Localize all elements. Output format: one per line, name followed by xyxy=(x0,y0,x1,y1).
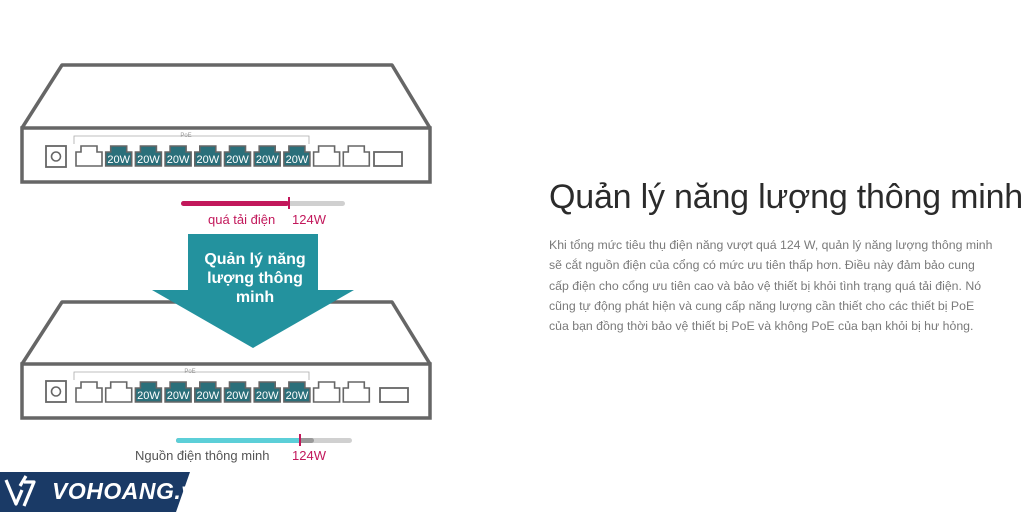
ethernet-port xyxy=(312,145,341,167)
description-line: cũng tự động phát hiện và cung cấp năng … xyxy=(549,298,975,313)
poe-label: PoE xyxy=(184,369,195,375)
poe-port: 20W xyxy=(194,381,222,403)
poe-port: 20W xyxy=(223,145,252,167)
arrow-caption-line: Quản lý năng xyxy=(204,251,306,268)
poe-port: 20W xyxy=(253,145,281,167)
port-wattage-label: 20W xyxy=(137,154,160,166)
poe-port: 20W xyxy=(283,381,311,403)
port-wattage-label: 20W xyxy=(196,154,219,166)
port-wattage-label: 20W xyxy=(167,154,190,166)
vohoang-logo xyxy=(0,472,190,512)
description-line: cấp điện cho cổng ưu tiên cao và bảo vệ … xyxy=(549,278,982,293)
poe-port: 20W xyxy=(134,381,163,403)
smart-power-value: 124W xyxy=(292,448,326,463)
power-management-diagram: PoE 20W 20W 20W 20W 20W 20W 20W PoE 20W 20W 20W 2… xyxy=(20,63,432,446)
bottom-switch-illustration: PoE 20W 20W 20W 20W 20W 20W xyxy=(20,300,432,420)
description: Khi tổng mức tiêu thụ điện năng vượt quá… xyxy=(549,235,1019,336)
port-wattage-label: 20W xyxy=(167,390,190,402)
port-wattage-label: 20W xyxy=(256,154,279,166)
poe-label: PoE xyxy=(180,133,191,139)
poe-port: 20W xyxy=(194,145,222,167)
page-title: Quản lý năng lượng thông minh xyxy=(549,178,1024,216)
poe-port: 20W xyxy=(253,381,281,403)
ethernet-port xyxy=(75,145,103,167)
poe-port: 20W xyxy=(223,381,252,403)
down-arrow-shape xyxy=(152,234,354,348)
description-line: của bạn đồng thời bảo vệ thiết bị PoE và… xyxy=(549,319,974,334)
description-line: Khi tổng mức tiêu thụ điện năng vượt quá… xyxy=(549,238,993,252)
top-switch-illustration: PoE 20W 20W 20W 20W 20W 20W 20W xyxy=(20,63,432,184)
overload-label: quá tải điện xyxy=(208,212,276,227)
port-wattage-label: 20W xyxy=(256,390,279,402)
port-wattage-label: 20W xyxy=(196,390,219,402)
logo-text: VOHOANG.vn xyxy=(52,478,210,504)
arrow-caption-line: minh xyxy=(235,289,275,306)
arrow-caption: Quản lý năng lượng thông minh xyxy=(192,250,318,307)
ethernet-port xyxy=(104,381,133,403)
arrow-caption-line: lượng thông xyxy=(207,270,303,287)
ethernet-port xyxy=(342,145,371,167)
poe-port: 20W xyxy=(104,145,133,167)
port-wattage-label: 20W xyxy=(226,390,249,402)
top-power-bar xyxy=(181,197,345,209)
poe-port: 20W xyxy=(283,145,311,167)
ethernet-port xyxy=(342,381,371,403)
overload-value: 124W xyxy=(292,212,326,227)
port-wattage-label: 20W xyxy=(226,154,249,166)
port-wattage-label: 20W xyxy=(137,390,160,402)
ethernet-port xyxy=(312,381,341,403)
smart-power-label: Nguồn điện thông minh xyxy=(135,448,270,463)
poe-port: 20W xyxy=(164,145,192,167)
port-wattage-label: 20W xyxy=(286,154,309,166)
poe-port: 20W xyxy=(164,381,192,403)
ethernet-port xyxy=(75,381,103,403)
port-wattage-label: 20W xyxy=(107,154,130,166)
bottom-power-bar xyxy=(176,434,352,446)
poe-port: 20W xyxy=(134,145,163,167)
port-wattage-label: 20W xyxy=(286,390,309,402)
description-line: sẽ cắt nguồn điện của cổng có mức ưu tiê… xyxy=(549,258,975,273)
